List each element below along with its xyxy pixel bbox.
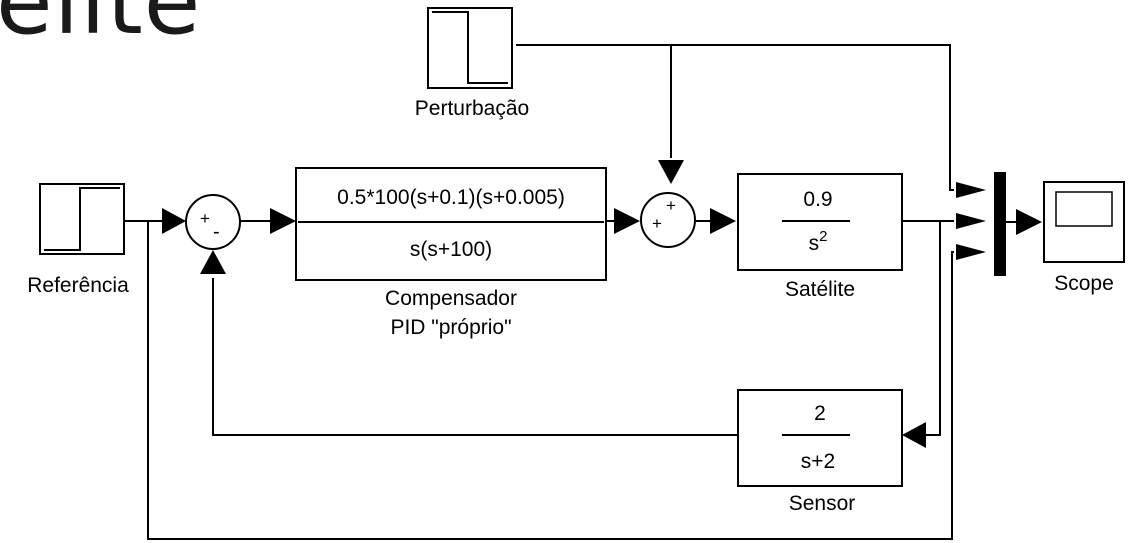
compensator-label-line2: PID "próprio" xyxy=(390,316,511,339)
sensor-denominator: s+2 xyxy=(801,450,835,473)
arrow-feedback-into-summer1 xyxy=(200,250,226,274)
disturbance-block[interactable]: Perturbação xyxy=(415,7,529,120)
step-waveform-icon xyxy=(44,187,120,251)
summer1-sign-plus: + xyxy=(200,209,210,228)
arrow-into-scope xyxy=(1016,209,1042,235)
arrow-into-sensor xyxy=(902,422,926,448)
slide-title-fragment: elite xyxy=(0,0,202,55)
signal-lines xyxy=(124,44,1020,540)
satellite-block[interactable]: 0.9 s2 Satélite xyxy=(737,173,903,301)
wire-output-to-sensor xyxy=(926,221,941,436)
satellite-numerator: 0.9 xyxy=(803,188,832,211)
reference-label: Referência xyxy=(27,274,129,297)
arrow-mux-in1 xyxy=(956,182,986,198)
wire-disturbance-to-mux xyxy=(516,44,954,191)
feedback-summing-junction[interactable]: + - xyxy=(185,194,241,250)
summer2-sign-left: + xyxy=(652,214,662,233)
summer2-sign-top: + xyxy=(666,196,676,215)
compensator-block[interactable]: 0.5*100(s+0.1)(s+0.005) s(s+100) Compens… xyxy=(295,167,607,339)
mux-block[interactable] xyxy=(994,172,1006,276)
satellite-label: Satélite xyxy=(785,278,855,301)
arrow-into-summer1 xyxy=(162,208,186,234)
scope-screen-icon xyxy=(1055,191,1113,227)
scope-block[interactable]: Scope xyxy=(1043,181,1125,295)
summer1-sign-minus: - xyxy=(213,221,220,243)
sensor-block[interactable]: 2 s+2 Sensor xyxy=(737,389,903,515)
compensator-denominator: s(s+100) xyxy=(410,238,492,261)
arrow-into-summer2 xyxy=(614,208,640,234)
compensator-numerator: 0.5*100(s+0.1)(s+0.005) xyxy=(337,186,565,209)
wire-reference-to-mux xyxy=(147,221,954,540)
step-waveform-icon xyxy=(432,11,508,84)
arrow-mux-in3 xyxy=(956,244,986,260)
wire-sensor-to-summer xyxy=(212,278,738,436)
disturbance-summing-junction[interactable]: + + xyxy=(640,192,696,248)
arrowheads xyxy=(162,160,1042,448)
arrow-mux-in2 xyxy=(956,213,986,229)
sensor-label: Sensor xyxy=(789,492,856,515)
compensator-label-line1: Compensador xyxy=(385,287,517,310)
arrow-into-satellite xyxy=(710,208,736,234)
sensor-numerator: 2 xyxy=(814,402,826,425)
disturbance-label: Perturbação xyxy=(415,97,529,120)
reference-block[interactable]: Referência xyxy=(27,183,129,297)
satellite-denominator: s2 xyxy=(809,228,828,255)
arrow-into-compensator xyxy=(270,208,296,234)
scope-label: Scope xyxy=(1054,272,1114,295)
arrow-disturbance-into-summer2 xyxy=(658,160,684,184)
